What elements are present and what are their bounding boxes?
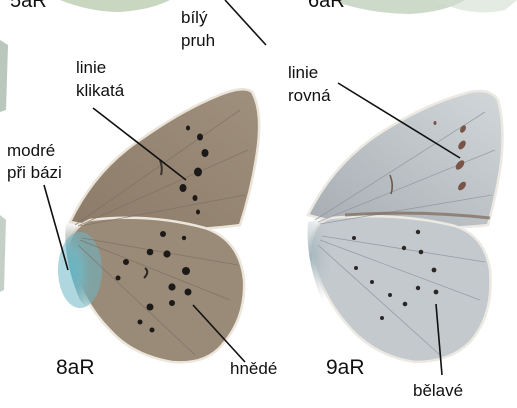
label-linie-left: linie bbox=[76, 57, 106, 78]
label-pruh: pruh bbox=[181, 30, 215, 51]
label-9aR: 9aR bbox=[326, 356, 365, 380]
label-klikata: klikatá bbox=[76, 80, 124, 101]
wing-9aR bbox=[308, 91, 503, 362]
label-bily: bílý bbox=[181, 7, 207, 28]
label-belave: bělavé bbox=[413, 380, 463, 401]
top-left-wing-fragment bbox=[60, 0, 170, 12]
label-8aR: 8aR bbox=[56, 356, 95, 380]
label-hnede: hnědé bbox=[230, 358, 277, 379]
label-6aR: 6aR bbox=[308, 0, 345, 11]
forewing-9aR bbox=[308, 91, 503, 229]
label-rovna: rovná bbox=[288, 85, 331, 106]
label-linie-right: linie bbox=[288, 62, 318, 83]
label-modre: modré bbox=[7, 140, 55, 161]
bily-pruh-pointer bbox=[225, 0, 266, 45]
label-pri-bazi: při bázi bbox=[7, 162, 62, 183]
label-5aR: 5aR bbox=[10, 0, 47, 11]
top-right-wing-fragment bbox=[330, 0, 517, 14]
modre-pointer bbox=[44, 185, 68, 270]
wing-8aR bbox=[58, 89, 259, 362]
